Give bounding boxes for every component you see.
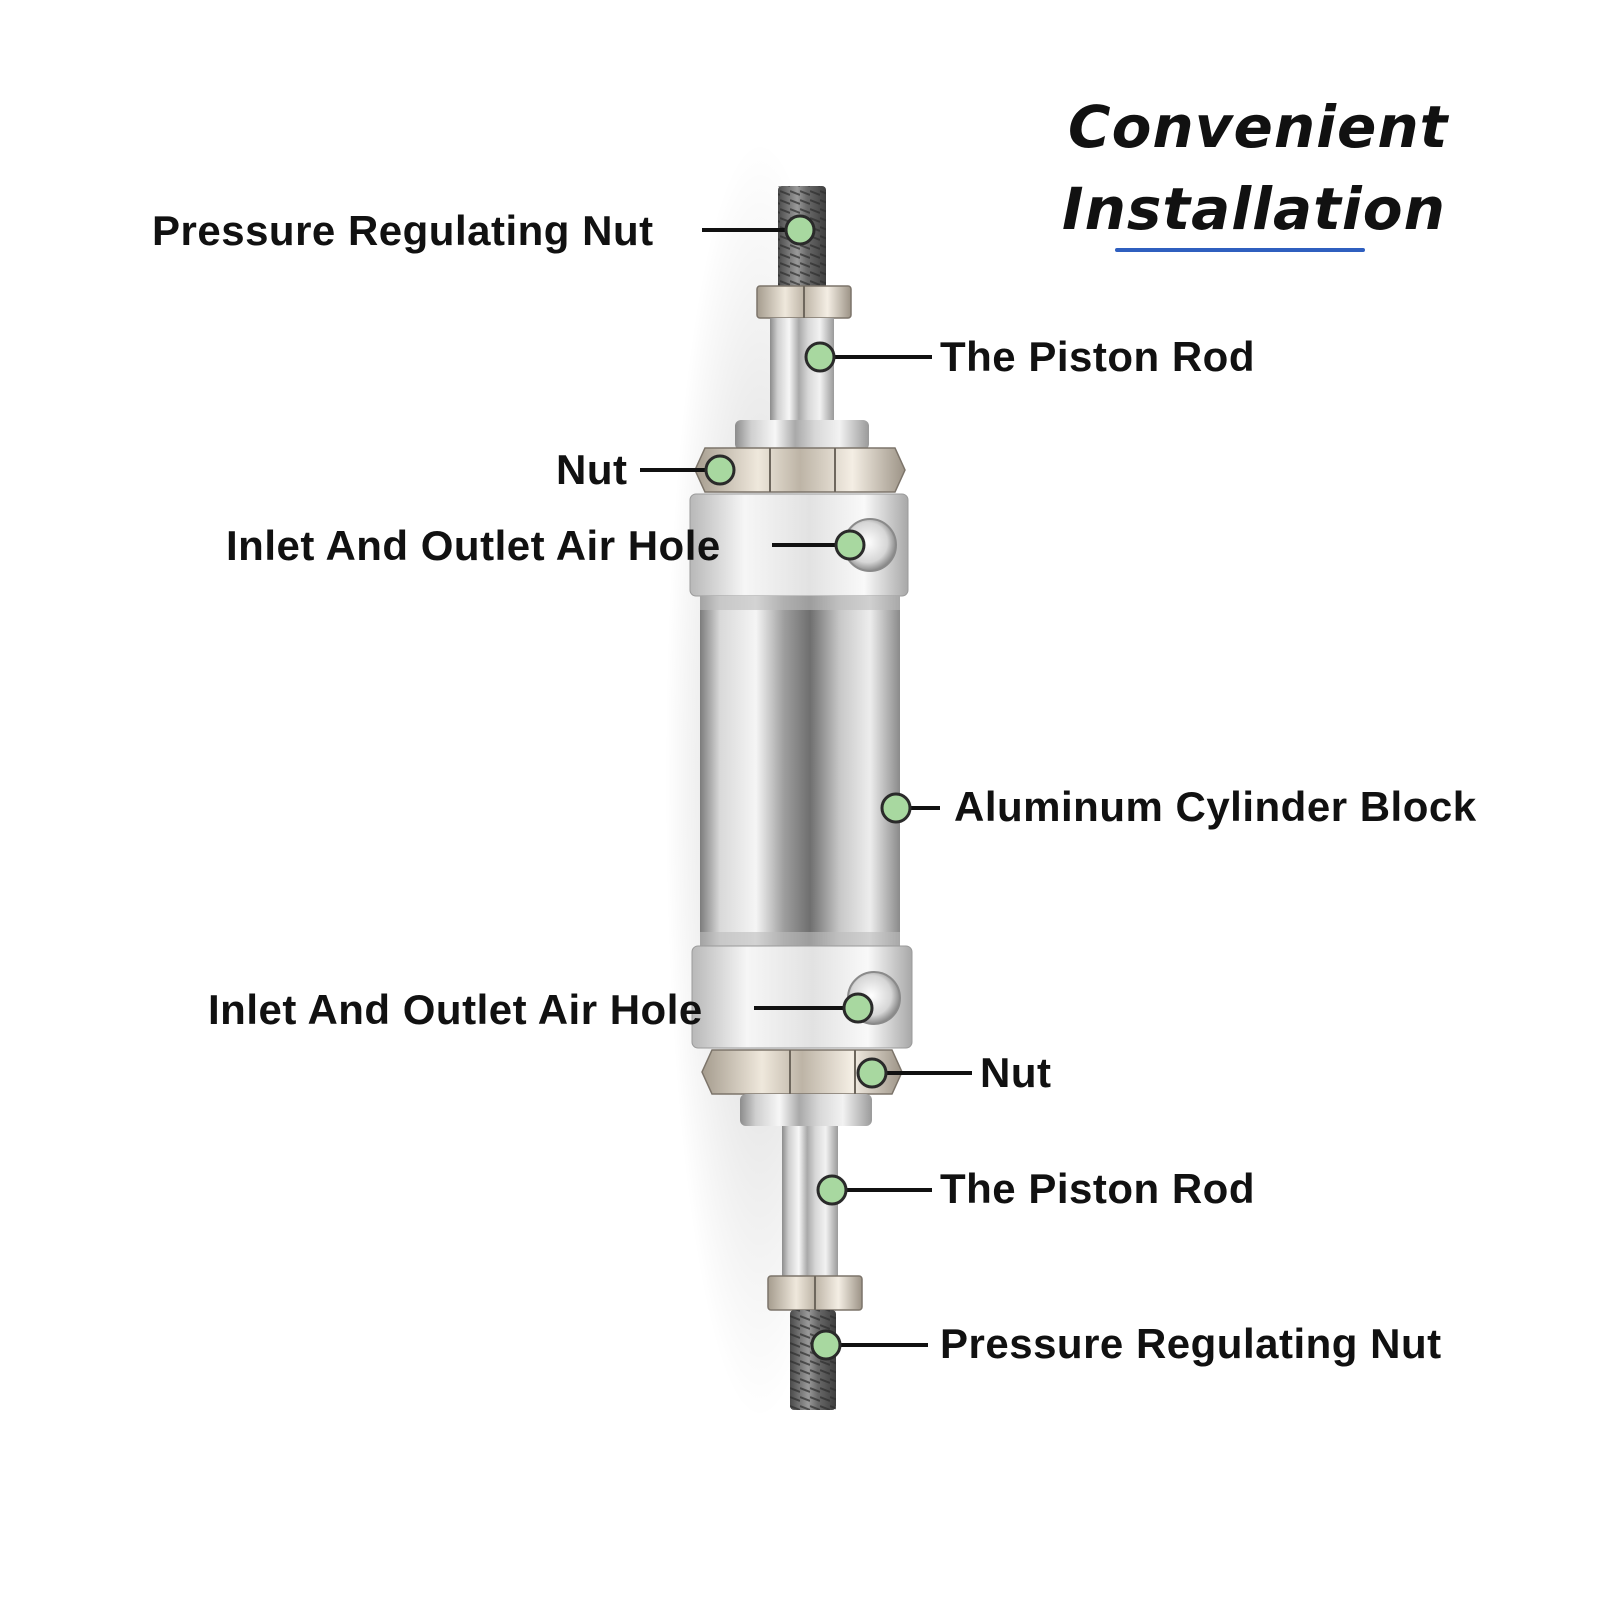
label-piston-rod-top: The Piston Rod: [940, 333, 1255, 380]
label-cylinder-block: Aluminum Cylinder Block: [954, 783, 1477, 830]
title-line-2: Installation: [1062, 175, 1446, 243]
label-air-hole-bottom: Inlet And Outlet Air Hole: [208, 986, 703, 1033]
marker-dot-cylinder-block: [880, 792, 912, 824]
marker-dot-pressure-nut-top: [784, 214, 816, 246]
marker-dot-piston-rod-bottom: [816, 1174, 848, 1206]
label-air-hole-top: Inlet And Outlet Air Hole: [226, 522, 721, 569]
label-nut-top: Nut: [556, 446, 628, 493]
top-rod-boss: [735, 420, 869, 450]
title-line-1: Convenient: [1068, 93, 1449, 161]
bottom-big-nut: [701, 1049, 903, 1095]
label-pressure-nut-top: Pressure Regulating Nut: [152, 207, 654, 254]
callout-leaders: [640, 214, 972, 1361]
label-piston-rod-bottom: The Piston Rod: [940, 1165, 1255, 1212]
marker-dot-air-hole-top: [834, 529, 866, 561]
marker-dot-nut-top: [704, 454, 736, 486]
bottom-rod-boss: [740, 1094, 872, 1126]
cylinder-body: [700, 596, 900, 946]
label-pressure-nut-bottom: Pressure Regulating Nut: [940, 1320, 1442, 1367]
marker-dot-piston-rod-top: [804, 341, 836, 373]
marker-dot-air-hole-bottom: [842, 992, 874, 1024]
top-piston-rod: [770, 318, 834, 426]
title-underline: [1115, 248, 1365, 252]
label-nut-bottom: Nut: [980, 1049, 1052, 1096]
marker-dot-pressure-nut-bottom: [810, 1329, 842, 1361]
marker-dot-nut-bottom: [856, 1057, 888, 1089]
